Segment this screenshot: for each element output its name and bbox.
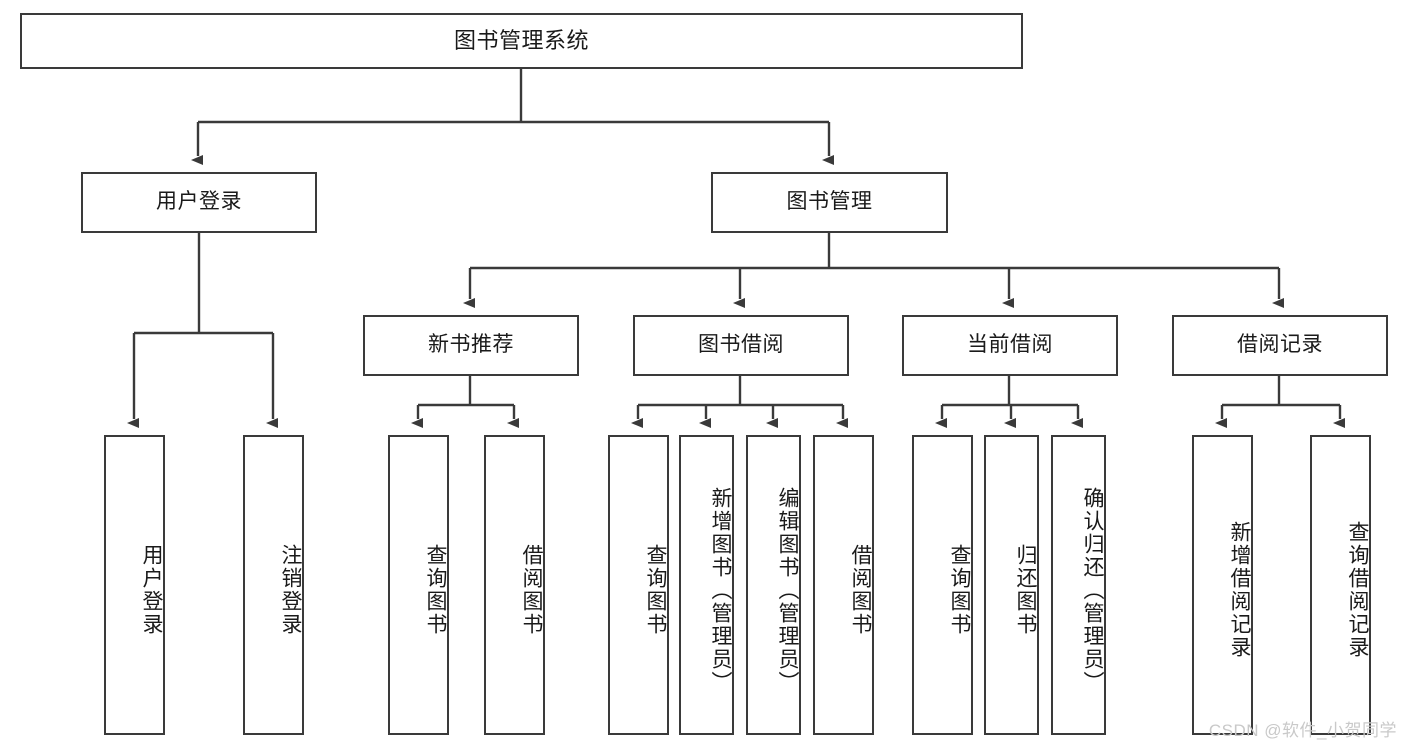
leaf-borrow-book-recommend[interactable]: 借阅图书 <box>484 435 545 735</box>
node-current-borrow[interactable]: 当前借阅 <box>902 315 1118 376</box>
leaf-query-book-current[interactable]: 查询图书 <box>912 435 973 735</box>
leaf-query-borrow-record[interactable]: 查询借阅记录 <box>1310 435 1371 735</box>
node-user-login[interactable]: 用户登录 <box>81 172 317 233</box>
leaf-user-login[interactable]: 用户登录 <box>104 435 165 735</box>
leaf-query-book-recommend[interactable]: 查询图书 <box>388 435 449 735</box>
csdn-watermark: CSDN @软件_小贺同学 <box>1208 721 1397 740</box>
leaf-confirm-return-admin[interactable]: 确认归还（管理员） <box>1051 435 1106 735</box>
leaf-borrow-book[interactable]: 借阅图书 <box>813 435 874 735</box>
node-new-book-recommend[interactable]: 新书推荐 <box>363 315 579 376</box>
leaf-add-book-admin[interactable]: 新增图书（管理员） <box>679 435 734 735</box>
node-borrow-record[interactable]: 借阅记录 <box>1172 315 1388 376</box>
node-root-system[interactable]: 图书管理系统 <box>20 13 1023 69</box>
leaf-query-book-borrow[interactable]: 查询图书 <box>608 435 669 735</box>
leaf-add-borrow-record[interactable]: 新增借阅记录 <box>1192 435 1253 735</box>
node-book-management[interactable]: 图书管理 <box>711 172 948 233</box>
leaf-logout[interactable]: 注销登录 <box>243 435 304 735</box>
leaf-return-book[interactable]: 归还图书 <box>984 435 1039 735</box>
leaf-edit-book-admin[interactable]: 编辑图书（管理员） <box>746 435 801 735</box>
node-book-borrow[interactable]: 图书借阅 <box>633 315 849 376</box>
